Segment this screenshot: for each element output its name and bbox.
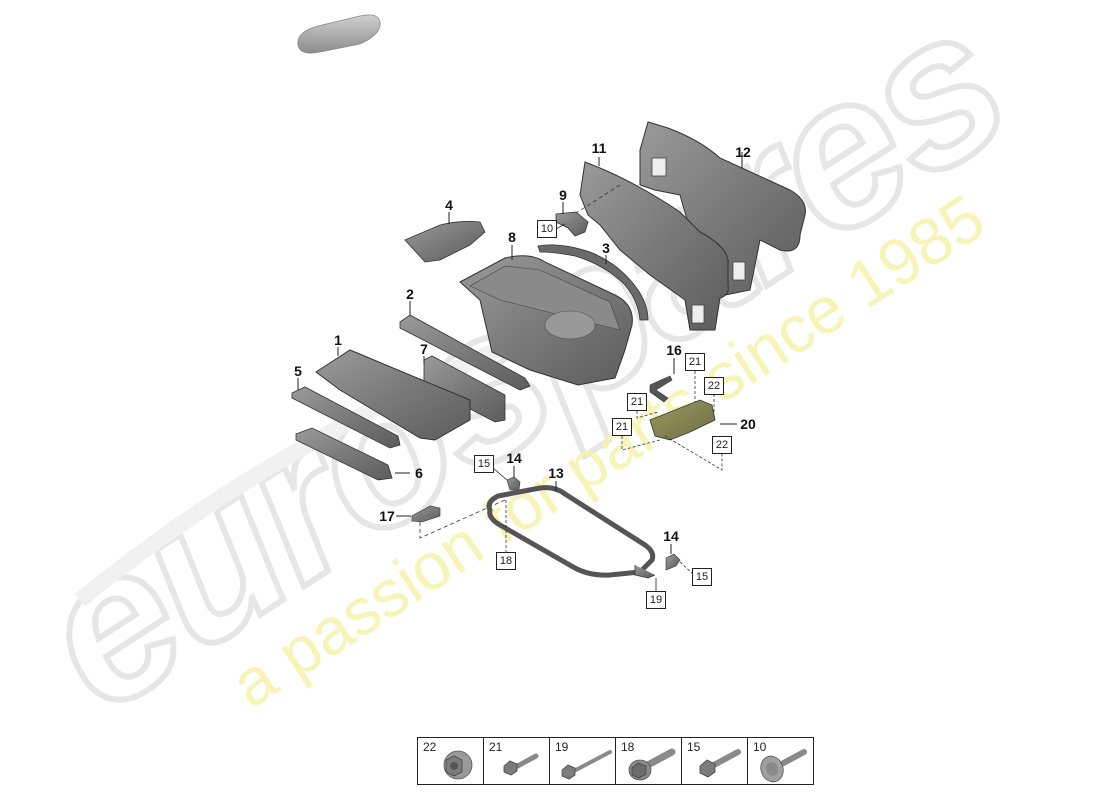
legend-number: 15 <box>687 740 701 754</box>
legend-item-short-bolt: 21 <box>484 738 550 784</box>
callout-6: 6 <box>415 465 423 481</box>
part-14-bracket-b <box>665 544 694 575</box>
part-2-rail <box>399 301 531 391</box>
callout-12: 12 <box>735 144 751 160</box>
part-6-rail <box>295 427 410 481</box>
boxref-22-b: 22 <box>712 436 732 454</box>
callout-16: 16 <box>666 342 682 358</box>
callout-20: 20 <box>740 416 756 432</box>
flange-bolt-icon <box>628 748 676 781</box>
part-13-frame <box>486 481 657 592</box>
callout-14-a: 14 <box>506 450 522 466</box>
boxref-15-a: 15 <box>474 455 494 473</box>
callout-5: 5 <box>294 363 302 379</box>
callout-14-b: 14 <box>663 528 679 544</box>
part-17-bracket <box>396 499 506 539</box>
boxref-21-a: 21 <box>685 353 705 371</box>
part-4-panel <box>404 212 486 263</box>
boxref-21-c: 21 <box>612 418 632 436</box>
part-3-seal <box>537 244 649 321</box>
legend-item-nut: 22 <box>418 738 484 784</box>
part-20-module <box>621 371 737 471</box>
part-9-bracket <box>555 202 589 237</box>
legend-item-long-bolt: 19 <box>550 738 616 784</box>
callout-3: 3 <box>602 240 610 256</box>
legend-number: 22 <box>423 740 437 754</box>
car-silhouette-icon <box>297 14 381 54</box>
callout-8: 8 <box>508 229 516 245</box>
legend-item-hex-bolt: 15 <box>682 738 748 784</box>
callout-11: 11 <box>591 140 607 156</box>
callout-2: 2 <box>406 286 414 302</box>
legend-number: 18 <box>621 740 635 754</box>
boxref-10: 10 <box>537 220 557 238</box>
legend-number: 21 <box>489 740 503 754</box>
callout-1: 1 <box>334 332 342 348</box>
boxref-18: 18 <box>496 552 516 570</box>
part-12-crossmember <box>639 121 806 296</box>
part-8-tub <box>459 245 633 386</box>
boxref-21-b: 21 <box>627 393 647 411</box>
part-1-floor <box>315 347 471 441</box>
fastener-legend: 22 21 19 18 <box>417 737 814 785</box>
long-bolt-icon <box>561 750 612 780</box>
callout-17: 17 <box>379 508 395 524</box>
part-5-rail <box>291 378 401 449</box>
part-14-bracket-a <box>492 466 521 491</box>
callout-4: 4 <box>445 197 453 213</box>
hex-bolt-icon <box>699 749 741 778</box>
callout-9: 9 <box>559 187 567 203</box>
part-16-angle <box>649 358 675 403</box>
legend-number: 19 <box>555 740 569 754</box>
boxref-15-b: 15 <box>692 568 712 586</box>
part-11-crossmember <box>564 157 729 331</box>
legend-item-flange-bolt: 18 <box>616 738 682 784</box>
short-bolt-icon <box>503 753 539 776</box>
dome-bolt-icon <box>760 749 807 783</box>
boxref-19: 19 <box>646 591 666 609</box>
callout-13: 13 <box>548 465 564 481</box>
callout-7: 7 <box>420 341 428 357</box>
nut-icon <box>443 750 473 780</box>
legend-item-dome-bolt: 10 <box>748 738 813 784</box>
legend-number: 10 <box>753 740 767 754</box>
boxref-22-a: 22 <box>704 377 724 395</box>
